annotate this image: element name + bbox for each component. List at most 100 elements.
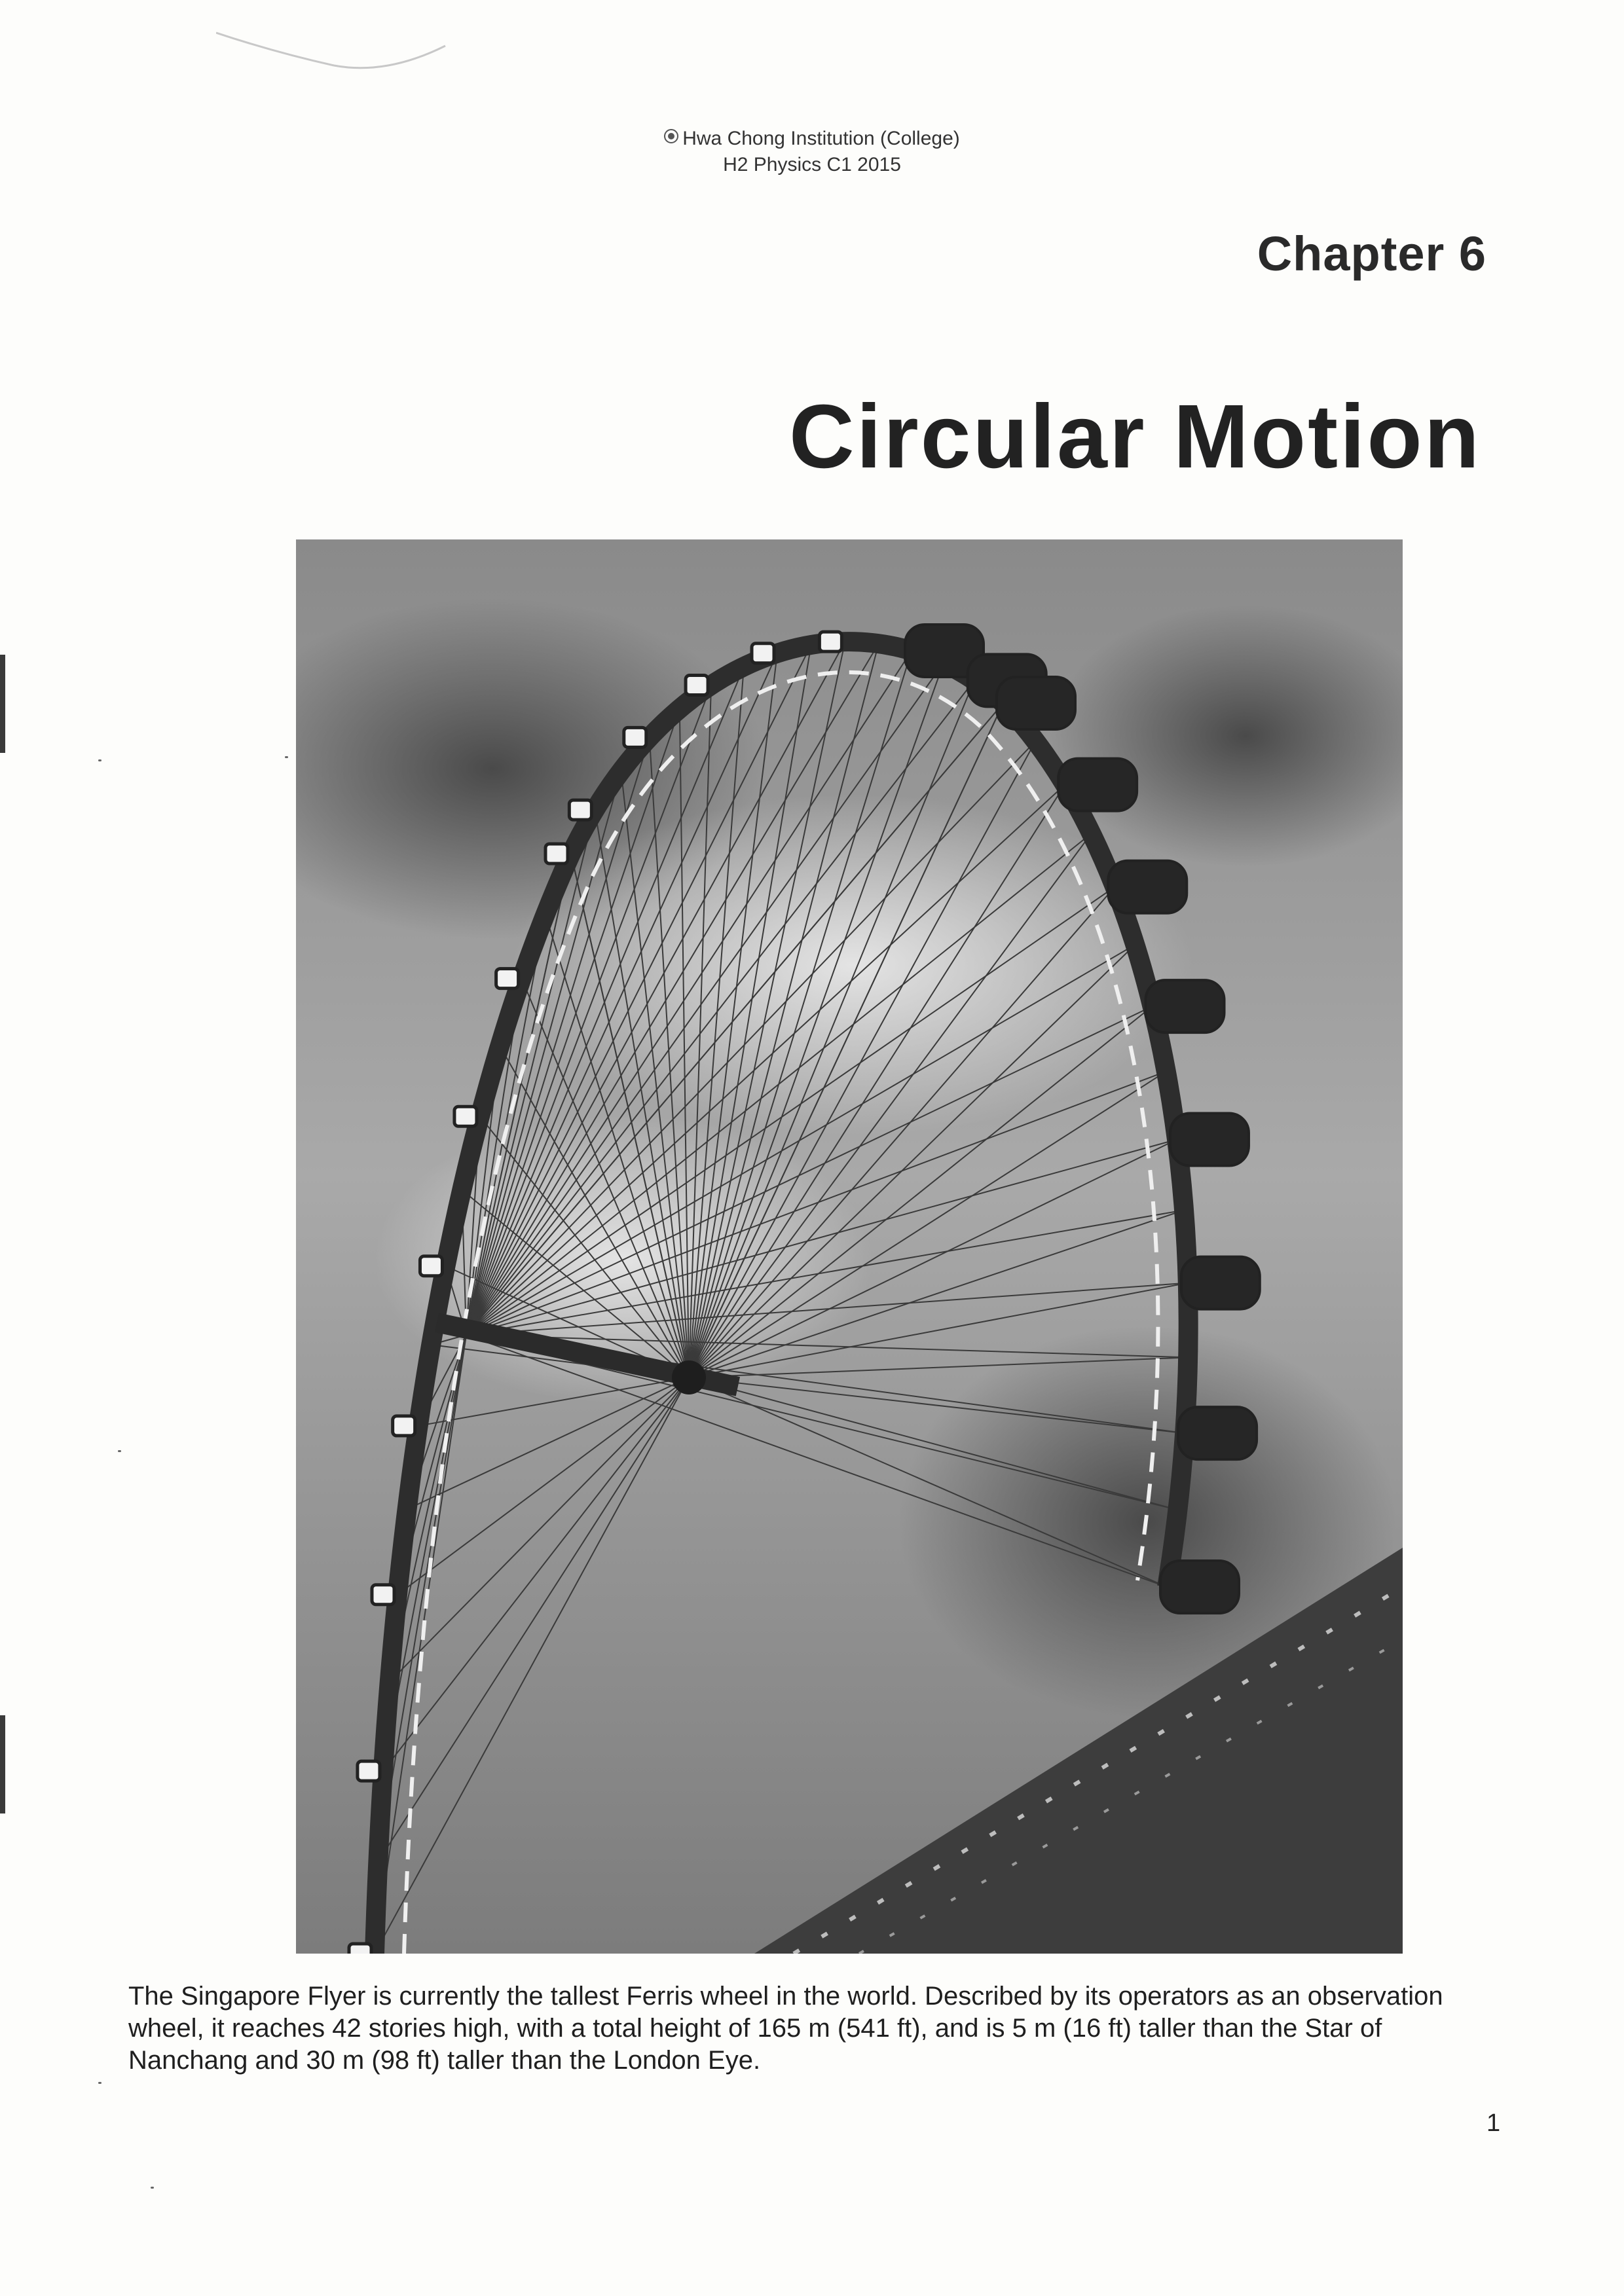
- wheel-spoke: [688, 1357, 1189, 1378]
- terminal-building-roof: [754, 1548, 1403, 1954]
- wheel-spoke: [521, 978, 690, 1378]
- wheel-hub: [672, 1360, 706, 1394]
- wheel-spoke: [570, 853, 690, 1378]
- wheel-spoke: [374, 1377, 690, 1954]
- wheel-spoke: [688, 685, 712, 1378]
- wheel-spoke: [397, 1377, 690, 1595]
- wheel-spoke: [648, 737, 690, 1378]
- wheel-capsule: [347, 1942, 373, 1954]
- wheel-spoke: [688, 702, 1004, 1378]
- scan-speck: [98, 759, 101, 761]
- wheel-capsule: [622, 725, 648, 749]
- wheel-spoke: [466, 663, 944, 1336]
- wheel-spoke: [466, 1282, 1188, 1336]
- wheel-spoke: [688, 1006, 1153, 1378]
- wheel-spoke: [466, 833, 1092, 1336]
- scan-speck: [98, 2082, 101, 2084]
- wheel-spoke: [466, 740, 1036, 1336]
- wheel-spoke: [466, 666, 745, 1336]
- wheel-spoke: [377, 1334, 467, 1862]
- scan-speck: [118, 1450, 121, 1452]
- wheel-capsule: [1177, 1406, 1259, 1461]
- wheel-capsule: [995, 676, 1077, 731]
- document-header: Hwa Chong Institution (College) H2 Physi…: [0, 126, 1624, 178]
- wheel-spoke: [466, 644, 812, 1336]
- wheel-hub-axle: [435, 1313, 740, 1396]
- wheel-spoke: [688, 653, 778, 1378]
- wheel-spoke: [688, 886, 1116, 1378]
- chapter-label: Chapter 6: [1257, 227, 1486, 281]
- wheel-spoke: [466, 886, 1115, 1336]
- wheel-spoke: [466, 1139, 1177, 1336]
- wheel-spoke: [688, 833, 1092, 1378]
- wheel-spoke: [466, 643, 879, 1336]
- wheel-spoke: [374, 1334, 467, 1954]
- wheel-capsule: [750, 642, 776, 665]
- scan-edge-mark: [0, 1715, 5, 1813]
- page-number: 1: [1486, 2109, 1501, 2137]
- wheel-spoke: [466, 1006, 1153, 1336]
- institution-logo-icon: [664, 129, 679, 143]
- wheel-spoke: [466, 650, 912, 1336]
- wheel-spoke: [688, 666, 745, 1378]
- wheel-spoke: [688, 641, 846, 1378]
- wheel-capsule: [1107, 859, 1189, 915]
- wheel-spoke: [688, 1209, 1185, 1378]
- wheel-capsules: [347, 623, 1261, 1954]
- chapter-title: Circular Motion: [788, 386, 1481, 487]
- wheel-spoke: [466, 1334, 1189, 1358]
- wheel-capsule: [1057, 757, 1139, 812]
- wheel-capsule: [904, 623, 986, 679]
- ferris-wheel-photo: [296, 539, 1403, 1954]
- wheel-spoke: [466, 653, 778, 1336]
- wheel-spoke: [377, 1377, 690, 1863]
- figure-caption: The Singapore Flyer is currently the tal…: [128, 1982, 1443, 2075]
- course-line: H2 Physics C1 2015: [723, 154, 901, 175]
- wheel-spoke: [688, 644, 812, 1378]
- wheel-spoke: [466, 708, 680, 1336]
- wheel-capsule: [391, 1414, 417, 1438]
- wheel-spoke: [466, 784, 1065, 1336]
- institution-line: Hwa Chong Institution (College): [0, 126, 1624, 152]
- wheel-capsule: [1159, 1559, 1240, 1614]
- wheel-spoke: [466, 685, 712, 1336]
- wheel-capsule: [544, 842, 570, 866]
- wheel-spoke: [499, 1046, 690, 1378]
- wheel-capsule: [418, 1254, 444, 1278]
- terminal-roof-lights: [792, 1585, 1403, 1954]
- wheel-spoke: [688, 643, 879, 1378]
- scan-edge-mark: [0, 655, 5, 753]
- wheel-spoke: [678, 708, 690, 1378]
- wheel-spoke: [688, 650, 912, 1378]
- wheel-spoke: [466, 1334, 1178, 1511]
- wheel-spoke: [688, 1377, 1178, 1511]
- wheel-capsule: [567, 798, 593, 822]
- wheel-spoke: [407, 1377, 690, 1510]
- wheel-spoke: [466, 702, 1004, 1336]
- wheel-spoke: [688, 1377, 1168, 1588]
- wheel-spoke: [466, 1209, 1185, 1336]
- wheel-spoke: [466, 853, 572, 1336]
- wheel-capsule: [1144, 979, 1226, 1034]
- wheel-spoke: [688, 663, 944, 1378]
- wheel-spoke: [466, 944, 1135, 1336]
- wheel-capsule: [1168, 1112, 1250, 1167]
- wheel-spoke: [688, 944, 1135, 1378]
- wheel-spoke: [688, 1377, 1185, 1434]
- wheel-capsule: [356, 1759, 382, 1783]
- paper-fold-mark: [216, 31, 446, 69]
- wheel-spoke: [688, 1139, 1177, 1378]
- wheel-spoke: [688, 740, 1037, 1378]
- wheel-spoke: [466, 809, 596, 1336]
- wheel-spoke: [466, 737, 650, 1336]
- institution-name: Hwa Chong Institution (College): [682, 128, 960, 149]
- wheel-spoke: [461, 1189, 690, 1378]
- wheel-spoke: [594, 809, 690, 1378]
- wheel-spoke: [466, 1334, 1168, 1588]
- wheel-capsule: [452, 1104, 479, 1128]
- wheel-spoke: [688, 784, 1065, 1378]
- wheel-capsule: [370, 1583, 396, 1607]
- wheel-spoke: [466, 680, 975, 1336]
- wheel-spoke: [688, 1070, 1167, 1378]
- wheel-spoke: [466, 771, 622, 1336]
